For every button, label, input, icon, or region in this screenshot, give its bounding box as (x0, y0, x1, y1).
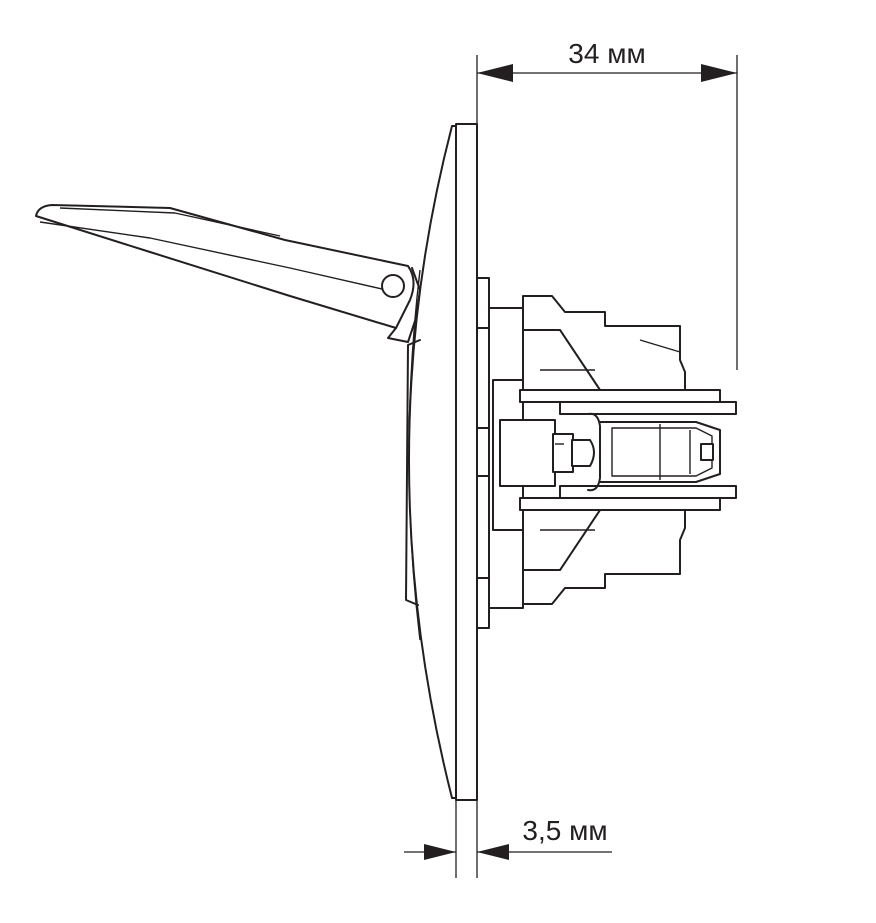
lower-contact-rail-2 (559, 485, 737, 499)
lower-lug (476, 577, 490, 629)
clamp-frame-inner (611, 427, 713, 477)
upper-housing-detail (639, 339, 681, 353)
frame-label: 3,5 мм (522, 815, 607, 846)
frame-plate (455, 123, 478, 801)
frame-arrow-left (424, 844, 456, 860)
clamp-frame (599, 421, 721, 483)
upper-contact-rail-2 (559, 401, 737, 415)
cover-plate (405, 125, 459, 799)
flap-top-ridge (59, 207, 281, 237)
lower-contact-rail (519, 497, 721, 511)
flap-cover (35, 204, 421, 343)
clamp-spring-outer (587, 412, 601, 492)
cover-plate-curve (408, 125, 459, 799)
depth-arrow-right (701, 64, 737, 82)
depth-dimension: 34 мм (476, 38, 738, 370)
depth-arrow-left (477, 64, 513, 82)
middle-lug (476, 427, 490, 477)
cover-plate-inner-edge (408, 269, 421, 641)
terminal-screw-housing (552, 433, 574, 473)
socket-face-step (405, 339, 421, 606)
terminal-core (499, 419, 556, 487)
upper-contact-rail (519, 389, 721, 403)
clamp-contact-tip (700, 443, 714, 461)
frame-dimension: 3,5 мм (404, 800, 612, 878)
depth-label: 34 мм (568, 38, 645, 69)
upper-lug (476, 277, 490, 329)
hinge-pin (381, 274, 405, 298)
mounting-body (476, 277, 737, 629)
terminal-screw-head (571, 439, 595, 467)
frame-arrow-right (477, 844, 509, 860)
flap-edge-line (39, 221, 396, 293)
